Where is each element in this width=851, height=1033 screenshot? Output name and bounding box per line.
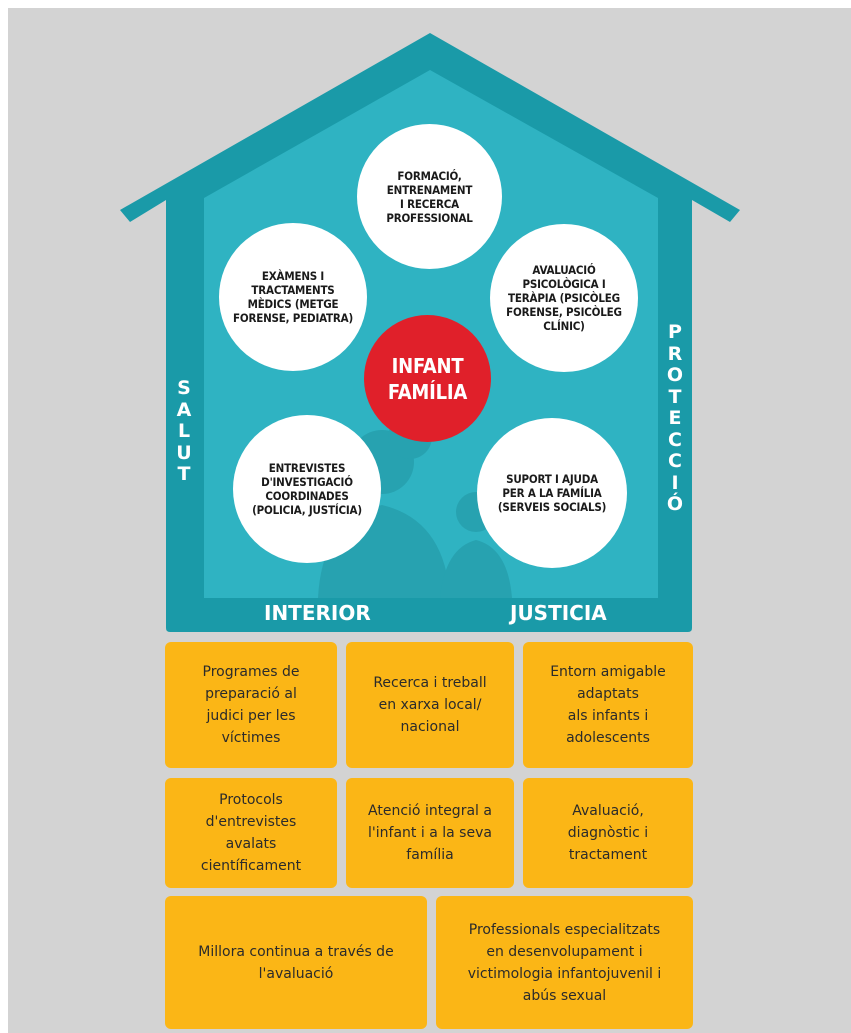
box-specialized-professionals: Professionals especialitzats en desenvol…: [436, 896, 693, 1029]
circle-medical-exams-label: EXÀMENS I TRACTAMENTS MÈDICS (METGE FORE…: [233, 269, 353, 325]
circle-family-support: SUPORT I AJUDA PER A LA FAMÍLIA (SERVEIS…: [477, 418, 627, 568]
box-trial-preparation-text: Programes de preparació al judici per le…: [202, 664, 300, 746]
circle-family-support-label: SUPORT I AJUDA PER A LA FAMÍLIA (SERVEIS…: [497, 472, 607, 514]
box-interview-protocols: Protocols d'entrevistes avalats científi…: [165, 778, 337, 888]
circle-training: FORMACIÓ, ENTRENAMENT I RECERCA PROFESSI…: [357, 124, 502, 269]
box-integral-care: Atenció integral a l'infant i a la seva …: [346, 778, 514, 888]
box-research-network-text: Recerca i treball en xarxa local/ nacion…: [373, 675, 487, 735]
box-integral-care-text: Atenció integral a l'infant i a la seva …: [368, 803, 492, 863]
circle-investigative-interviews-label: ENTREVISTES D'INVESTIGACIÓ COORDINADES (…: [252, 461, 362, 517]
circle-psychological-evaluation: AVALUACIÓ PSICOLÒGICA I TERÀPIA (PSICÒLE…: [490, 224, 638, 372]
box-continuous-improvement: Millora continua a través de l'avaluació: [165, 896, 427, 1029]
circle-child-family-label: INFANT FAMÍLIA: [387, 353, 468, 404]
box-specialized-professionals-text: Professionals especialitzats en desenvol…: [467, 921, 662, 1004]
circle-training-label: FORMACIÓ, ENTRENAMENT I RECERCA PROFESSI…: [386, 168, 473, 225]
circle-medical-exams: EXÀMENS I TRACTAMENTS MÈDICS (METGE FORE…: [219, 223, 367, 371]
box-trial-preparation: Programes de preparació al judici per le…: [165, 642, 337, 768]
box-research-network: Recerca i treball en xarxa local/ nacion…: [346, 642, 514, 768]
circle-investigative-interviews: ENTREVISTES D'INVESTIGACIÓ COORDINADES (…: [233, 415, 381, 563]
box-continuous-improvement-text: Millora continua a través de l'avaluació: [198, 943, 394, 982]
box-evaluation-treatment: Avaluació, diagnòstic i tractament: [523, 778, 693, 888]
health-label: S A L U T: [176, 377, 192, 485]
box-evaluation-treatment-text: Avaluació, diagnòstic i tractament: [567, 803, 649, 863]
box-interview-protocols-text: Protocols d'entrevistes avalats científi…: [200, 792, 302, 874]
box-friendly-environment: Entorn amigable adaptats als infants i a…: [523, 642, 693, 768]
interior-label: INTERIOR: [264, 601, 371, 625]
box-friendly-environment-text: Entorn amigable adaptats als infants i a…: [550, 664, 666, 746]
circle-psychological-evaluation-label: AVALUACIÓ PSICOLÒGICA I TERÀPIA (PSICÒLE…: [506, 263, 622, 333]
justice-label: JUSTICIA: [510, 601, 607, 625]
protection-label: P R O T E C C I Ó: [666, 321, 684, 515]
circle-child-family: INFANT FAMÍLIA: [364, 315, 491, 442]
